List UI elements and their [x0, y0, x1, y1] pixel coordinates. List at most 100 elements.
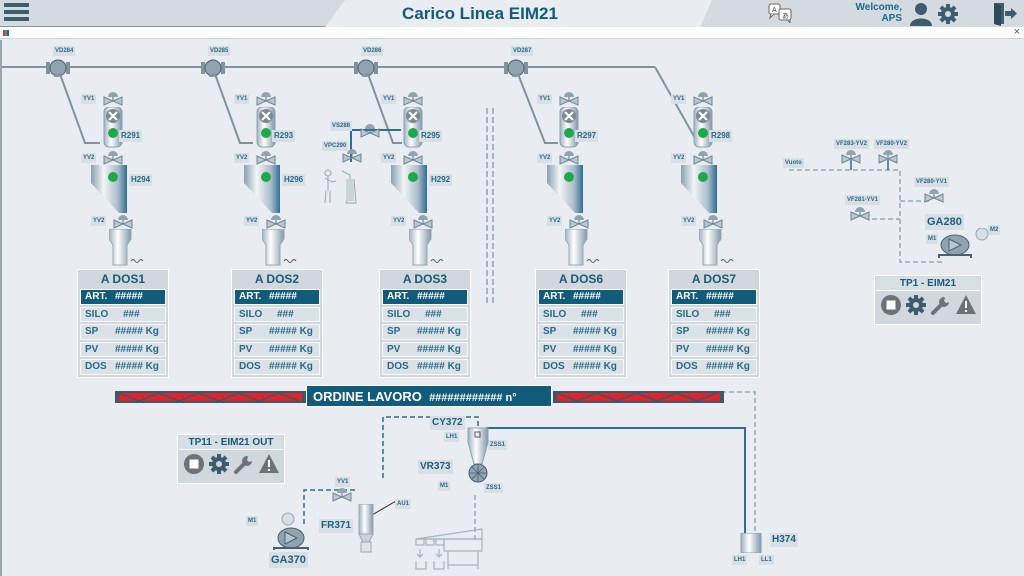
hopper[interactable] — [391, 165, 429, 220]
silo-row[interactable]: SILO### — [80, 306, 166, 322]
valve-vf283-yv2[interactable] — [841, 148, 861, 169]
wrench-icon[interactable] — [930, 294, 952, 321]
dosing-screw — [698, 228, 735, 272]
valve-yv2-bottom[interactable] — [413, 213, 433, 234]
warning-icon[interactable] — [258, 453, 280, 480]
setpoint-row[interactable]: SP##### Kg — [538, 324, 624, 340]
filter-fr371[interactable] — [356, 503, 376, 559]
valve-label-yv2-top: YV2 — [381, 153, 397, 163]
valve-label-yv2-bottom: YV2 — [391, 216, 407, 226]
receiver[interactable] — [256, 106, 276, 154]
pump-ga370[interactable] — [268, 512, 312, 557]
butterfly-valve-vd[interactable] — [504, 59, 528, 82]
svg-text:A: A — [772, 7, 777, 14]
valve-yv2-bottom[interactable] — [569, 213, 589, 234]
valve-label-yv2-top: YV2 — [234, 153, 250, 163]
user-icon[interactable] — [908, 2, 934, 31]
valve-yv1[interactable] — [403, 90, 423, 111]
receiver[interactable] — [403, 106, 423, 154]
stop-icon[interactable] — [183, 453, 205, 480]
valve-yv2-top[interactable] — [256, 149, 276, 170]
valve-label-yv1-bottom: YV1 — [335, 477, 351, 487]
valve-yv1-bottom[interactable] — [332, 486, 352, 507]
speed-label-zss1-a: ZSS1 — [488, 440, 508, 450]
article-row[interactable]: ART.##### — [382, 289, 468, 305]
gear-icon[interactable] — [208, 453, 230, 480]
close-icon[interactable]: × — [1013, 26, 1020, 38]
receiver-label: R295 — [419, 130, 443, 142]
doser-title: A DOS7 — [691, 272, 737, 286]
motor-label-m1-rotary: M1 — [438, 481, 451, 491]
valve-yv2-bottom[interactable] — [113, 213, 133, 234]
process-value-row: PV##### Kg — [234, 341, 320, 357]
valve-yv2-top[interactable] — [403, 149, 423, 170]
setpoint-row[interactable]: SP##### Kg — [671, 324, 757, 340]
valve-label-vd: VD287 — [511, 46, 534, 56]
silo-row[interactable]: SILO### — [234, 306, 320, 322]
valve-yv1[interactable] — [256, 90, 276, 111]
valve-yv1[interactable] — [693, 90, 713, 111]
valve-yv1[interactable] — [559, 90, 579, 111]
valve-vf281-yv1[interactable] — [850, 205, 870, 226]
valve-label-vf281-yv1: VF281-YV1 — [845, 195, 881, 205]
valve-label-vd: VD286 — [361, 46, 384, 56]
article-row[interactable]: ART.##### — [671, 289, 757, 305]
tp11-title: TP11 - EIM21 OUT — [179, 436, 283, 450]
work-order-button[interactable]: ORDINE LAVORO ############ n° — [306, 385, 552, 407]
valve-yv2-top[interactable] — [103, 149, 123, 170]
pump-ga280[interactable] — [935, 227, 989, 265]
vacuum-label: Vuoto — [783, 158, 804, 168]
hopper[interactable] — [91, 165, 129, 220]
cyclone-cy372[interactable] — [466, 424, 490, 493]
logout-icon[interactable] — [992, 1, 1018, 31]
valve-label-vd: VD284 — [53, 46, 76, 56]
hopper-h374[interactable] — [740, 532, 762, 558]
receiver[interactable] — [693, 106, 713, 154]
gear-icon[interactable] — [937, 3, 959, 30]
cyclone-label-cy372: CY372 — [430, 416, 465, 430]
operator-station-icon — [322, 167, 360, 210]
hopper[interactable] — [244, 165, 282, 220]
silo-row[interactable]: SILO### — [538, 306, 624, 322]
level-label-lh1-hopper: LH1 — [732, 555, 748, 565]
setpoint-row[interactable]: SP##### Kg — [80, 324, 166, 340]
valve-label-vs288: VS288 — [330, 121, 353, 131]
receiver[interactable] — [559, 106, 579, 154]
article-row[interactable]: ART.##### — [234, 289, 320, 305]
hopper-label: H294 — [129, 174, 153, 186]
valve-yv2-bottom[interactable] — [266, 213, 286, 234]
valve-yv2-top[interactable] — [559, 149, 579, 170]
welcome-text: Welcome,APS — [855, 2, 903, 24]
doser-panel: A DOS1 ART.##### SILO### SP##### Kg PV##… — [77, 269, 169, 378]
stop-icon[interactable] — [880, 294, 902, 321]
hopper[interactable] — [681, 165, 719, 220]
valve-yv1[interactable] — [103, 90, 123, 111]
silo-row[interactable]: SILO### — [671, 306, 757, 322]
hopper[interactable] — [547, 165, 585, 220]
valve-vf280-yv1[interactable] — [924, 187, 944, 208]
gear-icon[interactable] — [905, 294, 927, 321]
valve-vs288[interactable] — [360, 122, 380, 143]
valve-yv2-top[interactable] — [693, 149, 713, 170]
receiver[interactable] — [103, 106, 123, 154]
dosing-screw — [564, 228, 601, 272]
butterfly-valve-vd[interactable] — [354, 59, 378, 82]
article-row[interactable]: ART.##### — [538, 289, 624, 305]
wrench-icon[interactable] — [233, 453, 255, 480]
setpoint-row[interactable]: SP##### Kg — [234, 324, 320, 340]
article-row[interactable]: ART.##### — [80, 289, 166, 305]
valve-yv2-bottom[interactable] — [703, 213, 723, 234]
valve-label-vf283-yv2: VF283-YV2 — [834, 139, 870, 149]
butterfly-valve-vd[interactable] — [46, 59, 70, 82]
valve-vpc290[interactable] — [342, 147, 362, 168]
butterfly-valve-vd[interactable] — [201, 59, 225, 82]
motor-label-m1-bottom: M1 — [246, 516, 259, 526]
process-value-row: PV##### Kg — [538, 341, 624, 357]
silo-row[interactable]: SILO### — [382, 306, 468, 322]
setpoint-row[interactable]: SP##### Kg — [382, 324, 468, 340]
valve-vf280-yv2[interactable] — [878, 148, 898, 169]
menu-icon[interactable] — [4, 3, 29, 25]
warning-icon[interactable] — [955, 294, 977, 321]
